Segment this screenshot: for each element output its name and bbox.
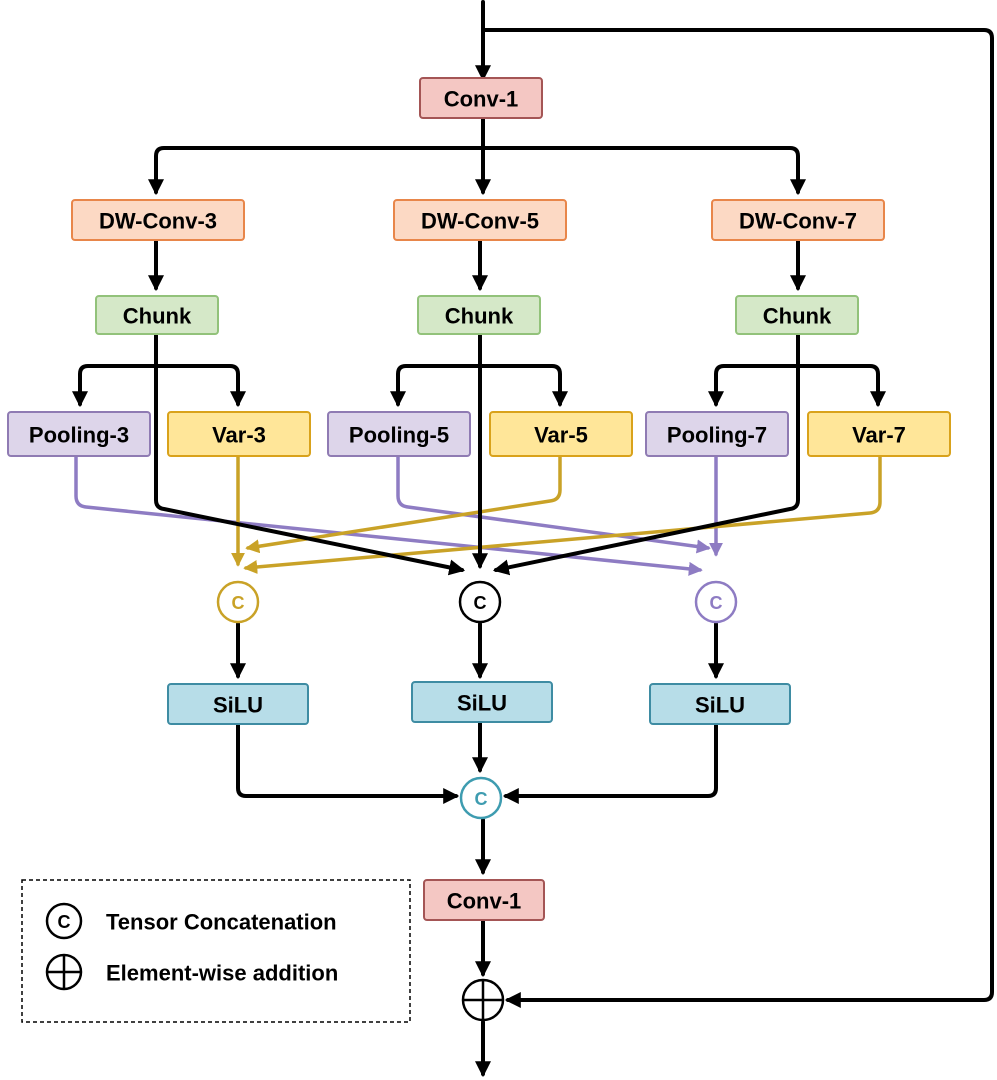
- legend-add-label: Element-wise addition: [106, 961, 338, 986]
- legend-border: [21, 879, 411, 1023]
- concat-node-3: C: [694, 580, 738, 624]
- arrow-conv1-to-dwconv7: [481, 146, 806, 196]
- block-label: DW-Conv-7: [739, 209, 857, 234]
- arrow-silu1-to-final-concat: [236, 722, 460, 804]
- block-chunk-3: Chunk: [735, 295, 859, 335]
- block-label: Conv-1: [444, 87, 519, 112]
- concat-node-1: C: [216, 580, 260, 624]
- block-label: Var-7: [852, 423, 906, 448]
- connectors: [72, 0, 994, 1078]
- arrow-silu3-to-final-concat: [502, 722, 718, 804]
- block-var-3: Var-3: [167, 411, 311, 457]
- block-label: Pooling-3: [29, 423, 129, 448]
- block-label: Chunk: [763, 304, 832, 329]
- block-pooling-7: Pooling-7: [645, 411, 789, 457]
- block-label: SiLU: [213, 693, 263, 718]
- concat-symbol: C: [232, 593, 245, 613]
- block-label: Conv-1: [447, 889, 522, 914]
- arrow-chunk1-split: [78, 364, 240, 404]
- block-label: Pooling-5: [349, 423, 449, 448]
- arrow-conv1-to-dwconv3: [148, 146, 485, 196]
- concat-symbol: C: [710, 593, 723, 613]
- arrow-chunk1-to-concat-black: [154, 332, 466, 576]
- block-pooling-3: Pooling-3: [7, 411, 151, 457]
- legend-concat-label: Tensor Concatenation: [106, 910, 337, 935]
- arrow-pool5-to-concat-purple: [396, 454, 711, 554]
- concat-symbol: C: [58, 912, 71, 932]
- legend: C Tensor Concatenation Element-wise addi…: [21, 879, 411, 1023]
- concat-symbol: C: [475, 789, 488, 809]
- block-silu-1: SiLU: [167, 683, 309, 725]
- block-conv-bottom: Conv-1: [423, 879, 545, 921]
- block-label: Chunk: [445, 304, 514, 329]
- block-label: SiLU: [457, 691, 507, 716]
- block-dwconv3: DW-Conv-3: [71, 199, 245, 241]
- block-label: Var-3: [212, 423, 266, 448]
- block-label: Chunk: [123, 304, 192, 329]
- arrow-chunk3-to-concat-black: [492, 332, 800, 576]
- arrow-var5-to-concat-gold: [245, 454, 562, 554]
- concat-symbol: C: [474, 593, 487, 613]
- block-label: DW-Conv-5: [421, 209, 539, 234]
- block-chunk-1: Chunk: [95, 295, 219, 335]
- block-label: Pooling-7: [667, 423, 767, 448]
- concat-node-final: C: [459, 776, 503, 820]
- block-silu-2: SiLU: [411, 681, 553, 723]
- block-conv-top: Conv-1: [419, 77, 543, 119]
- concat-node-2: C: [458, 580, 502, 624]
- arrow-residual-skip: [481, 28, 994, 1008]
- add-node: [461, 978, 505, 1022]
- block-dwconv5: DW-Conv-5: [393, 199, 567, 241]
- block-label: DW-Conv-3: [99, 209, 217, 234]
- arrow-var7-to-concat-gold: [243, 454, 882, 574]
- arrow-pool3-to-concat-purple: [74, 454, 703, 576]
- block-pooling-5: Pooling-5: [327, 411, 471, 457]
- block-dwconv7: DW-Conv-7: [711, 199, 885, 241]
- legend-add-icon: [45, 953, 83, 991]
- block-chunk-2: Chunk: [417, 295, 541, 335]
- block-label: SiLU: [695, 693, 745, 718]
- block-var-7: Var-7: [807, 411, 951, 457]
- block-silu-3: SiLU: [649, 683, 791, 725]
- block-label: Var-5: [534, 423, 588, 448]
- legend-concat-icon: C: [45, 902, 83, 940]
- block-var-5: Var-5: [489, 411, 633, 457]
